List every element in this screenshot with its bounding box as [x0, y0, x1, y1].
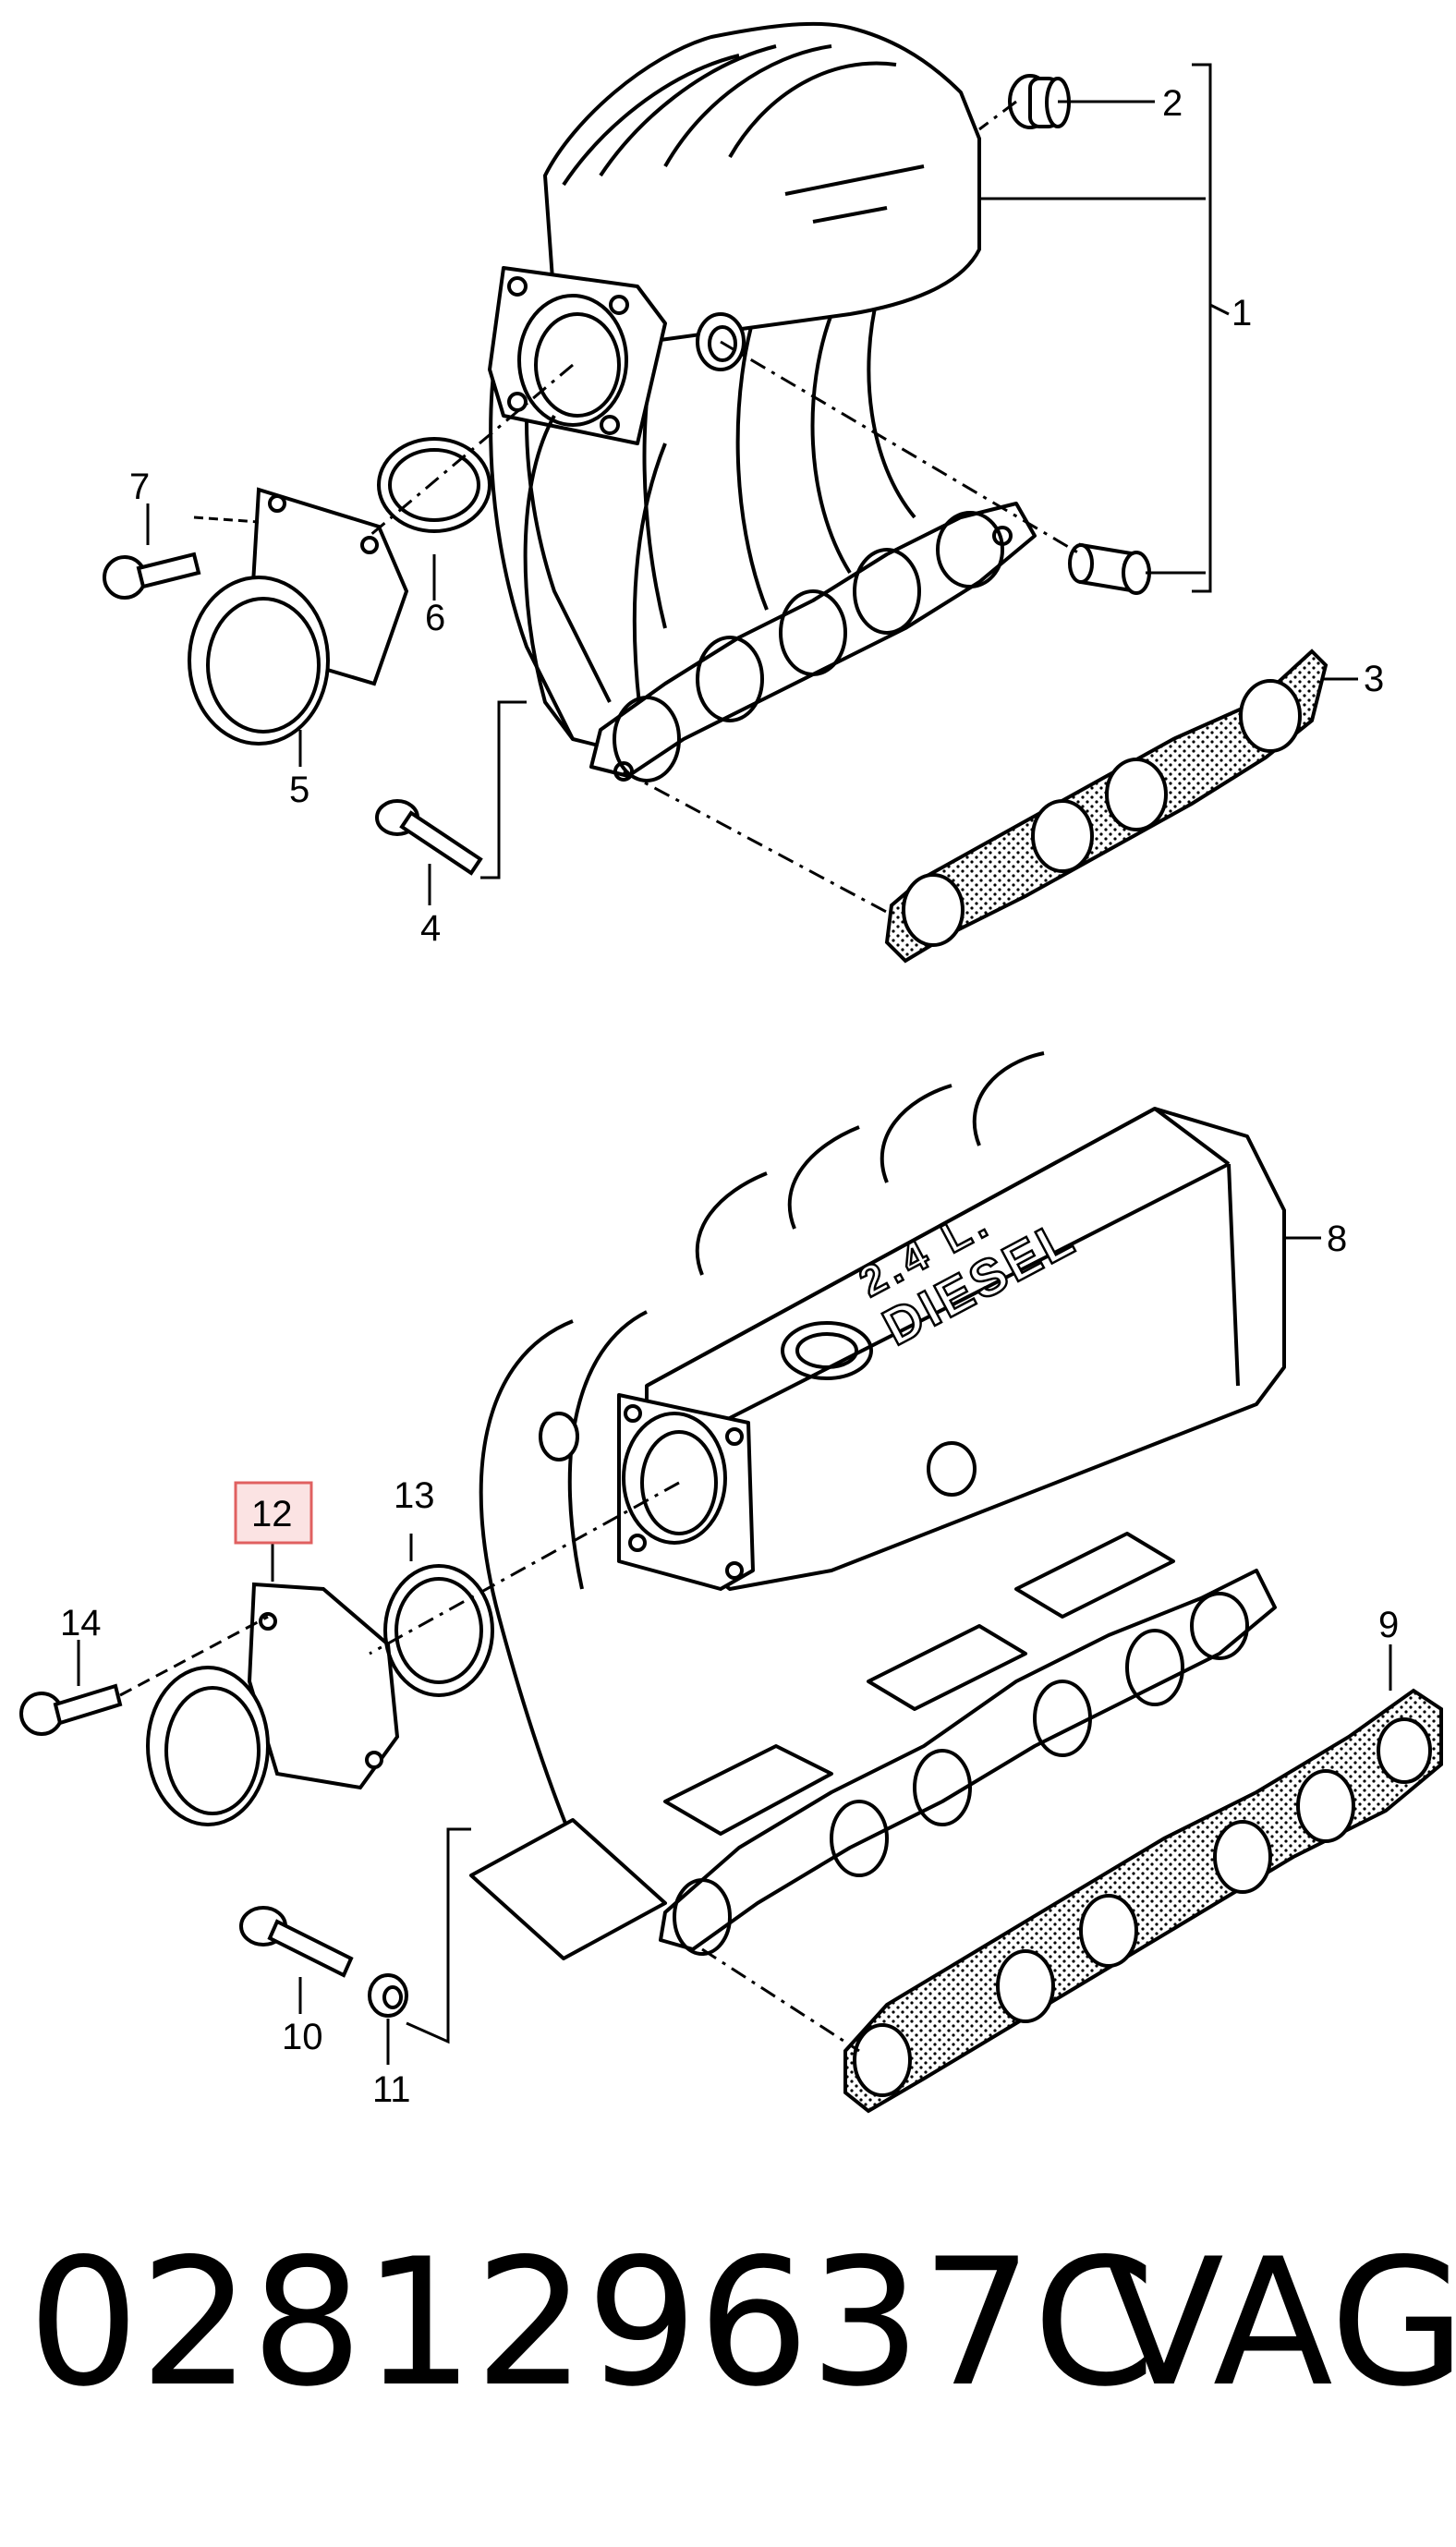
bottom-small-parts — [19, 1564, 494, 2018]
top-leader-lines — [146, 63, 1358, 916]
callout-7: 7 — [129, 467, 150, 507]
top-small-parts — [103, 74, 1151, 876]
callout-4: 4 — [420, 908, 441, 949]
callout-11: 11 — [372, 2069, 411, 2110]
callout-1: 1 — [1232, 293, 1252, 334]
part-number: 028129637C — [28, 2221, 1156, 2425]
vw-logo-icon — [781, 1321, 873, 1380]
callout-9: 9 — [1378, 1605, 1399, 1645]
callout-8: 8 — [1327, 1219, 1347, 1259]
intake-manifold-bottom — [469, 1051, 1286, 1960]
callout-14: 14 — [60, 1603, 102, 1643]
gasket-3 — [884, 649, 1329, 964]
callout-labels: 2 1 3 7 6 5 4 8 9 13 14 10 11 12 — [60, 83, 1399, 2110]
bottom-leader-lines — [77, 1236, 1392, 2065]
callout-2: 2 — [1162, 83, 1183, 124]
callout-12-highlight — [234, 1481, 313, 1545]
intake-manifold-top — [488, 21, 1037, 782]
callout-6: 6 — [425, 598, 445, 638]
callout-13: 13 — [394, 1475, 435, 1516]
callout-5: 5 — [289, 770, 309, 810]
callout-10: 10 — [282, 2017, 323, 2057]
brand-name: VAG — [1104, 2221, 1456, 2425]
callout-3: 3 — [1364, 659, 1384, 699]
gasket-9 — [843, 1688, 1443, 2114]
callout-12: 12 — [251, 1494, 293, 1534]
